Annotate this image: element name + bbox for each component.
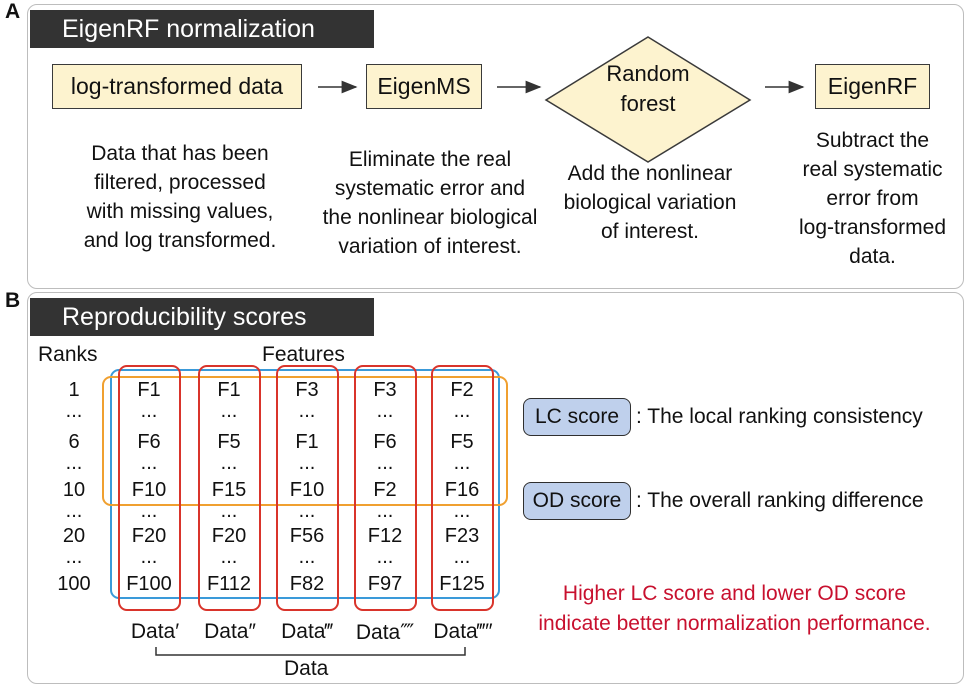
feature-cell: ... — [453, 546, 471, 568]
feature-cell: ... — [453, 452, 471, 474]
step-log-transformed-data: log-transformed data — [52, 64, 302, 109]
feature-cell: F23 — [444, 525, 480, 547]
feature-cell: F15 — [211, 479, 247, 501]
feature-cell: F2 — [373, 479, 397, 501]
step-eigenrf: EigenRF — [815, 64, 930, 109]
feature-cell: F12 — [367, 525, 403, 547]
feature-cell: ... — [376, 452, 394, 474]
feature-cell: ... — [298, 500, 316, 522]
rank-value: 100 — [57, 573, 91, 595]
feature-cell: ... — [220, 452, 238, 474]
rank-value: 1 — [68, 379, 80, 401]
feature-cell: ... — [453, 500, 471, 522]
rank-value: 20 — [62, 525, 86, 547]
feature-cell: ... — [376, 400, 394, 422]
feature-cell: F10 — [289, 479, 325, 501]
feature-cell: F1 — [217, 379, 241, 401]
feature-cell: F3 — [295, 379, 319, 401]
feature-cell: ... — [376, 500, 394, 522]
feature-cell: F5 — [450, 431, 474, 453]
feature-cell: F97 — [367, 573, 403, 595]
feature-cell: F1 — [295, 431, 319, 453]
red-box-data4 — [354, 365, 417, 611]
feature-cell: F5 — [217, 431, 241, 453]
step-eigenms: EigenMS — [366, 64, 482, 109]
rank-value: ... — [65, 546, 83, 568]
rank-value: ... — [65, 452, 83, 474]
panel-a-title: EigenRF normalization — [30, 10, 374, 48]
feature-cell: F20 — [131, 525, 167, 547]
panel-a — [27, 4, 964, 289]
desc-random-forest: Add the nonlinear biological variation o… — [563, 162, 737, 243]
dataset-label-4: Data⁗ — [355, 621, 415, 644]
desc-eigenms: Eliminate the real systematic error and … — [322, 148, 538, 258]
orange-box-top-ranks — [102, 376, 508, 506]
feature-cell: ... — [220, 546, 238, 568]
data-group-label: Data — [284, 657, 329, 680]
blue-box-all-ranks — [110, 369, 500, 599]
red-box-data3 — [276, 365, 339, 611]
panel-b-letter: B — [5, 289, 21, 312]
feature-cell: F20 — [211, 525, 247, 547]
od-score-badge: OD score — [523, 482, 631, 520]
feature-cell: F100 — [126, 573, 172, 595]
feature-cell: ... — [453, 400, 471, 422]
panel-a-flow-graphics — [318, 36, 805, 163]
data-bracket — [155, 647, 466, 656]
dataset-label-3: Data‴ — [281, 620, 333, 643]
rank-value: 6 — [68, 431, 80, 453]
feature-cell: F16 — [444, 479, 480, 501]
feature-cell: F112 — [206, 573, 252, 595]
rank-value: 10 — [62, 479, 86, 501]
panel-b-title: Reproducibility scores — [30, 298, 374, 336]
rank-value: ... — [65, 500, 83, 522]
feature-cell: ... — [220, 500, 238, 522]
feature-cell: F82 — [289, 573, 325, 595]
red-box-data5 — [431, 365, 494, 611]
dataset-label-2: Data″ — [204, 620, 256, 643]
feature-cell: ... — [140, 546, 158, 568]
dataset-label-5: Data‴″ — [433, 620, 493, 643]
dataset-label-1: Data′ — [130, 620, 180, 643]
rank-value: ... — [65, 400, 83, 422]
feature-cell: ... — [220, 400, 238, 422]
feature-cell: F6 — [137, 431, 161, 453]
red-box-data1 — [118, 365, 181, 611]
feature-cell: F2 — [450, 379, 474, 401]
feature-cell: F56 — [289, 525, 325, 547]
red-box-data2 — [198, 365, 261, 611]
feature-cell: ... — [298, 452, 316, 474]
feature-cell: ... — [298, 546, 316, 568]
feature-cell: F125 — [439, 573, 485, 595]
feature-cell: F1 — [137, 379, 161, 401]
feature-cell: F10 — [131, 479, 167, 501]
feature-cell: ... — [376, 546, 394, 568]
features-label: Features — [262, 343, 345, 366]
feature-cell: F6 — [373, 431, 397, 453]
lc-score-description: : The local ranking consistency — [636, 405, 923, 428]
feature-cell: ... — [140, 400, 158, 422]
od-score-description: : The overall ranking difference — [636, 489, 924, 512]
feature-cell: ... — [140, 500, 158, 522]
panel-b — [27, 292, 964, 684]
step-random-forest-diamond — [544, 36, 752, 163]
lc-score-badge: LC score — [523, 398, 631, 436]
feature-cell: ... — [140, 452, 158, 474]
conclusion-note: Higher LC score and lower OD score indic… — [538, 582, 931, 635]
feature-cell: ... — [298, 400, 316, 422]
desc-log-transformed-data: Data that has been filtered, processed w… — [83, 142, 277, 252]
feature-cell: F3 — [373, 379, 397, 401]
panel-a-letter: A — [5, 0, 21, 23]
step-random-forest-label: Random forest — [606, 61, 690, 116]
ranks-label: Ranks — [38, 343, 98, 366]
desc-eigenrf: Subtract the real systematic error from … — [798, 129, 947, 268]
